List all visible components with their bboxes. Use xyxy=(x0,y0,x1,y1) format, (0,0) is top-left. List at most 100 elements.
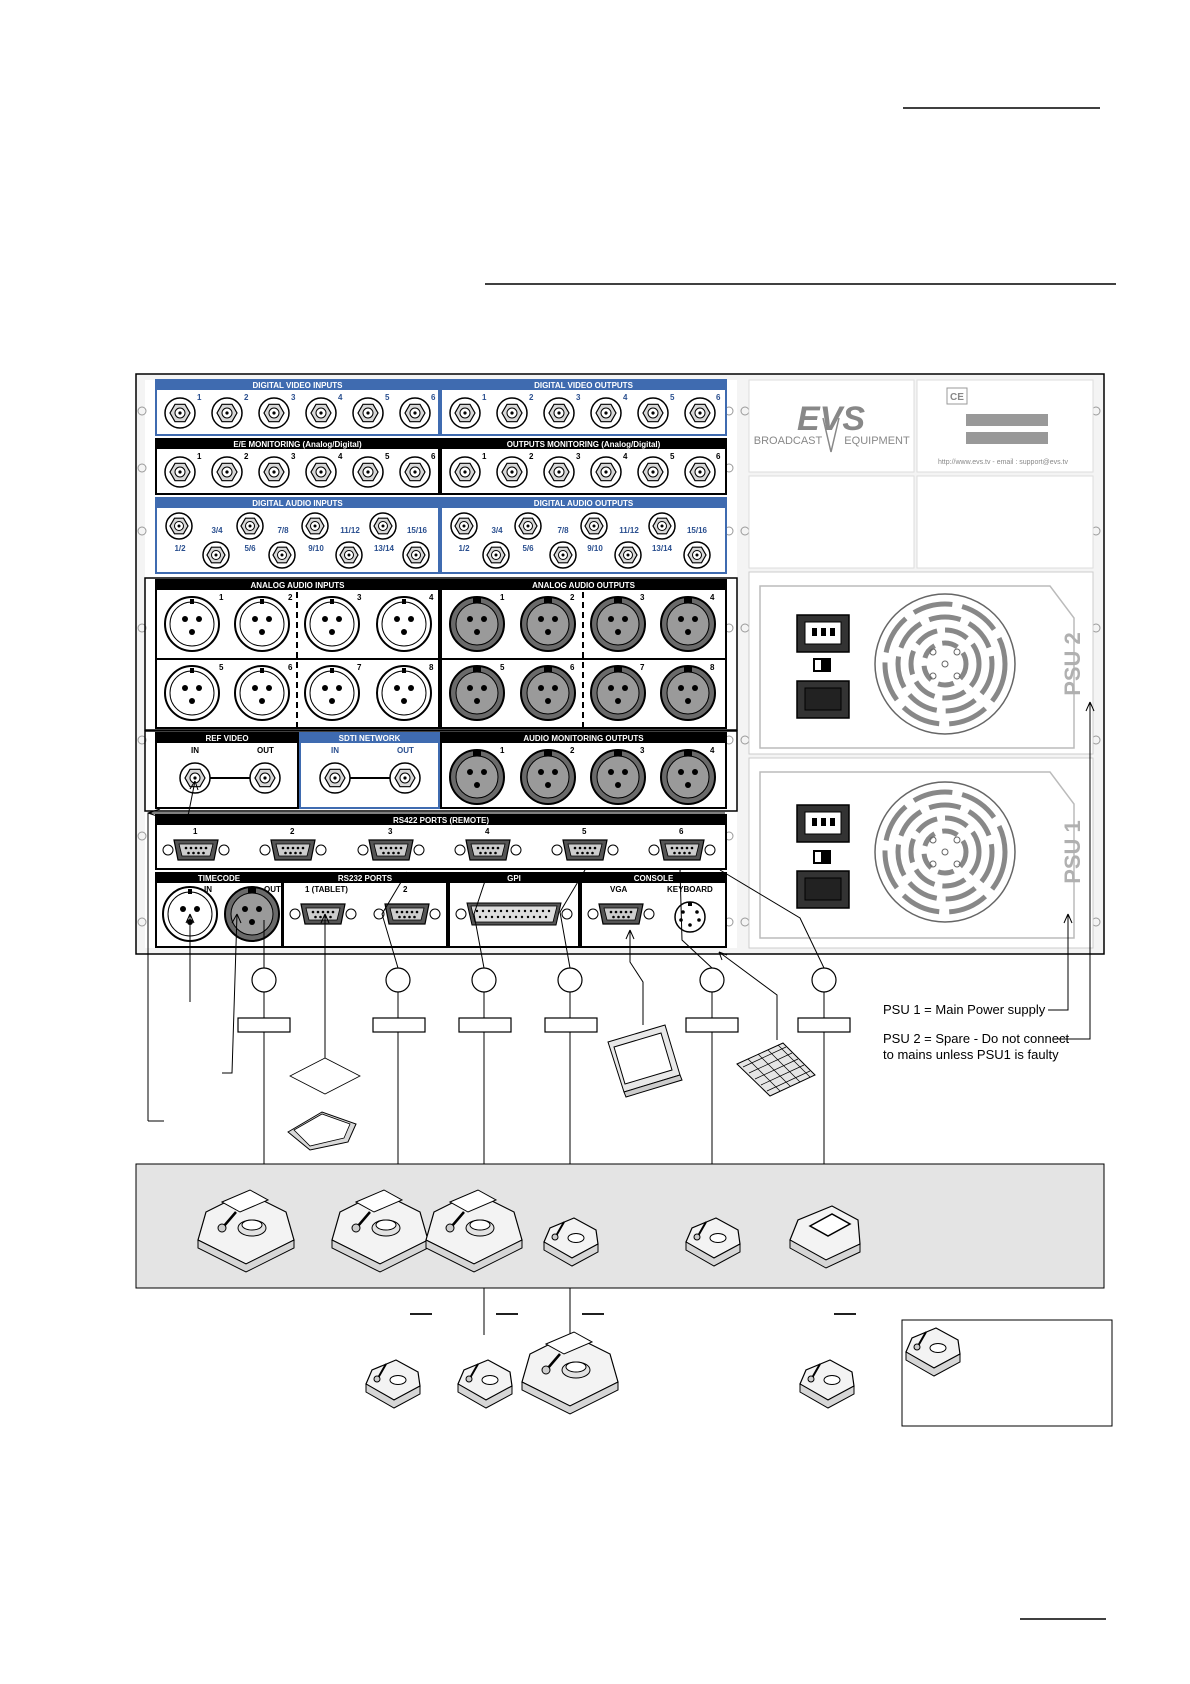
psu2-note-line1: PSU 2 = Spare - Do not connect xyxy=(883,1031,1069,1046)
svg-text:5: 5 xyxy=(219,663,224,672)
svg-text:1: 1 xyxy=(500,593,505,602)
svg-text:3: 3 xyxy=(640,746,645,755)
svg-text:2: 2 xyxy=(570,746,575,755)
svg-text:2: 2 xyxy=(570,593,575,602)
svg-text:1: 1 xyxy=(197,393,202,402)
svg-text:3: 3 xyxy=(291,393,296,402)
svg-text:3: 3 xyxy=(291,452,296,461)
svg-text:RS232 PORTS: RS232 PORTS xyxy=(338,874,393,883)
svg-text:DIGITAL AUDIO INPUTS: DIGITAL AUDIO INPUTS xyxy=(252,499,343,508)
psu-1: PSU 1 xyxy=(748,757,1094,949)
svg-text:IN: IN xyxy=(331,746,339,755)
svg-text:9/10: 9/10 xyxy=(587,544,603,553)
rs422-ports-panel: RS422 PORTS (REMOTE) 1 2 3 4 5 6 xyxy=(155,814,727,870)
svg-text:E/E MONITORING (Analog/Digital: E/E MONITORING (Analog/Digital) xyxy=(233,440,362,449)
svg-text:1: 1 xyxy=(197,452,202,461)
svg-text:1/2: 1/2 xyxy=(174,544,186,553)
svg-text:VGA: VGA xyxy=(610,885,628,894)
rs232-ports-panel: RS232 PORTS 1 (TABLET) 2 xyxy=(282,872,448,948)
timecode-panel: TIMECODE IN OUT xyxy=(155,872,283,948)
svg-text:1: 1 xyxy=(500,746,505,755)
left-bracket-arrows xyxy=(147,780,725,1122)
svg-text:4: 4 xyxy=(429,593,434,602)
psu2-note-line2: to mains unless PSU1 is faulty xyxy=(883,1047,1059,1062)
svg-text:6: 6 xyxy=(679,827,684,836)
svg-text:OUT: OUT xyxy=(257,746,274,755)
digital-audio-inputs-panel: DIGITAL AUDIO INPUTS 3/4 7/8 11/12 15/16… xyxy=(155,497,440,574)
svg-text:15/16: 15/16 xyxy=(687,526,708,535)
svg-text:3: 3 xyxy=(357,593,362,602)
svg-text:OUT: OUT xyxy=(264,885,281,894)
svg-text:7/8: 7/8 xyxy=(277,526,289,535)
svg-text:http://www.evs.tv - email : su: http://www.evs.tv - email : support@evs.… xyxy=(938,459,1069,466)
legend-box xyxy=(901,1319,1113,1427)
svg-text:CONSOLE: CONSOLE xyxy=(634,874,674,883)
svg-text:GPI: GPI xyxy=(507,874,521,883)
svg-text:3: 3 xyxy=(640,593,645,602)
svg-text:13/14: 13/14 xyxy=(374,544,395,553)
svg-text:13/14: 13/14 xyxy=(652,544,673,553)
sdti-network-panel: SDTI NETWORK IN OUT xyxy=(299,732,440,809)
evs-logo: EVS xyxy=(797,400,865,438)
svg-text:5: 5 xyxy=(670,393,675,402)
svg-text:4: 4 xyxy=(623,452,628,461)
svg-text:8: 8 xyxy=(429,663,434,672)
svg-text:IN: IN xyxy=(191,746,199,755)
ee-monitoring-panel: E/E MONITORING (Analog/Digital) 1 2 3 4 … xyxy=(155,438,440,495)
psu-1-label: PSU 1 xyxy=(1060,820,1085,884)
svg-text:5/6: 5/6 xyxy=(244,544,256,553)
svg-text:ANALOG AUDIO OUTPUTS: ANALOG AUDIO OUTPUTS xyxy=(532,581,635,590)
svg-text:OUTPUTS MONITORING (Analog/Dig: OUTPUTS MONITORING (Analog/Digital) xyxy=(507,440,661,449)
svg-text:6: 6 xyxy=(716,393,721,402)
digital-audio-outputs-panel: DIGITAL AUDIO OUTPUTS 3/4 7/8 11/12 15/1… xyxy=(440,497,727,574)
svg-text:1: 1 xyxy=(193,827,198,836)
svg-text:AUDIO MONITORING OUTPUTS: AUDIO MONITORING OUTPUTS xyxy=(523,734,644,743)
svg-text:SDTI NETWORK: SDTI NETWORK xyxy=(339,734,401,743)
svg-text:4: 4 xyxy=(485,827,490,836)
svg-text:1: 1 xyxy=(482,452,487,461)
svg-text:1 (TABLET): 1 (TABLET) xyxy=(305,885,348,894)
svg-text:2: 2 xyxy=(244,452,249,461)
svg-text:4: 4 xyxy=(710,746,715,755)
svg-text:5: 5 xyxy=(500,663,505,672)
svg-text:IN: IN xyxy=(204,885,212,894)
svg-text:8: 8 xyxy=(710,663,715,672)
svg-text:2: 2 xyxy=(403,885,408,894)
svg-text:DIGITAL VIDEO OUTPUTS: DIGITAL VIDEO OUTPUTS xyxy=(534,381,633,390)
svg-text:15/16: 15/16 xyxy=(407,526,428,535)
svg-text:TIMECODE: TIMECODE xyxy=(198,874,241,883)
outputs-monitoring-panel: OUTPUTS MONITORING (Analog/Digital) 1 2 … xyxy=(440,438,727,495)
analog-audio-outputs-panel: ANALOG AUDIO OUTPUTS 1 2 3 4 5 6 7 8 xyxy=(440,579,727,729)
svg-text:1/2: 1/2 xyxy=(458,544,470,553)
svg-text:OUT: OUT xyxy=(397,746,414,755)
evs-label-area: EVS BROADCAST EQUIPMENT CE http://www.ev… xyxy=(748,379,1094,569)
ce-mark: CE xyxy=(950,392,964,403)
svg-text:6: 6 xyxy=(716,452,721,461)
svg-text:7/8: 7/8 xyxy=(557,526,569,535)
gpi-panel: GPI xyxy=(448,872,580,948)
svg-text:EQUIPMENT: EQUIPMENT xyxy=(844,435,910,447)
svg-text:5: 5 xyxy=(385,393,390,402)
svg-text:KEYBOARD: KEYBOARD xyxy=(667,885,713,894)
psu-2-label: PSU 2 xyxy=(1060,632,1085,696)
svg-text:1: 1 xyxy=(219,593,224,602)
svg-text:REF VIDEO: REF VIDEO xyxy=(205,734,248,743)
svg-text:9/10: 9/10 xyxy=(308,544,324,553)
svg-text:5: 5 xyxy=(670,452,675,461)
svg-text:4: 4 xyxy=(623,393,628,402)
svg-text:11/12: 11/12 xyxy=(619,526,639,535)
digital-video-outputs-panel: DIGITAL VIDEO OUTPUTS 1 2 3 4 5 6 xyxy=(440,379,727,436)
analog-audio-inputs-panel: ANALOG AUDIO INPUTS 1 2 3 4 5 6 7 8 xyxy=(155,579,440,729)
svg-text:2: 2 xyxy=(288,593,293,602)
secondary-remotes xyxy=(365,1330,855,1416)
svg-text:2: 2 xyxy=(529,452,534,461)
remote-controllers-band xyxy=(135,1163,1105,1289)
svg-text:6: 6 xyxy=(431,452,436,461)
svg-text:ANALOG AUDIO INPUTS: ANALOG AUDIO INPUTS xyxy=(251,581,346,590)
svg-text:4: 4 xyxy=(338,452,343,461)
svg-text:7: 7 xyxy=(357,663,362,672)
svg-text:3/4: 3/4 xyxy=(211,526,223,535)
audio-monitoring-outputs-panel: AUDIO MONITORING OUTPUTS 1 2 3 4 xyxy=(440,732,727,809)
svg-text:3: 3 xyxy=(576,452,581,461)
